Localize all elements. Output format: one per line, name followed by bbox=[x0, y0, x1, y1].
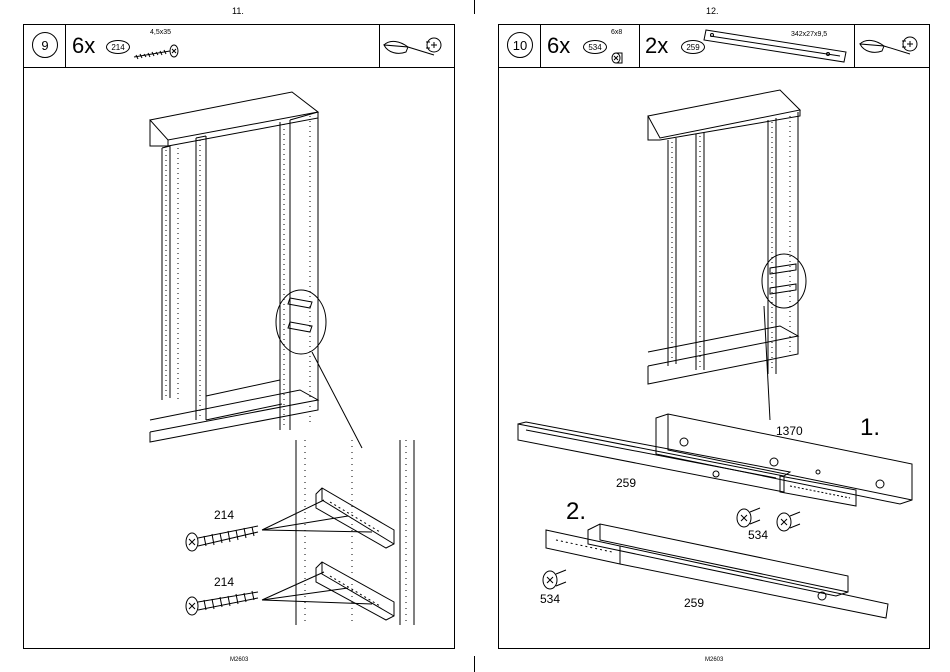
footer-code-right: M2603 bbox=[705, 657, 723, 663]
label-534-top: 534 bbox=[748, 528, 768, 542]
label-1370: 1370 bbox=[776, 424, 803, 438]
label-534-bottom: 534 bbox=[540, 592, 560, 606]
sub-step-2: 2. bbox=[566, 498, 586, 526]
label-259-top: 259 bbox=[616, 476, 636, 490]
label-259-bottom: 259 bbox=[684, 596, 704, 610]
sub-step-1: 1. bbox=[860, 414, 880, 442]
